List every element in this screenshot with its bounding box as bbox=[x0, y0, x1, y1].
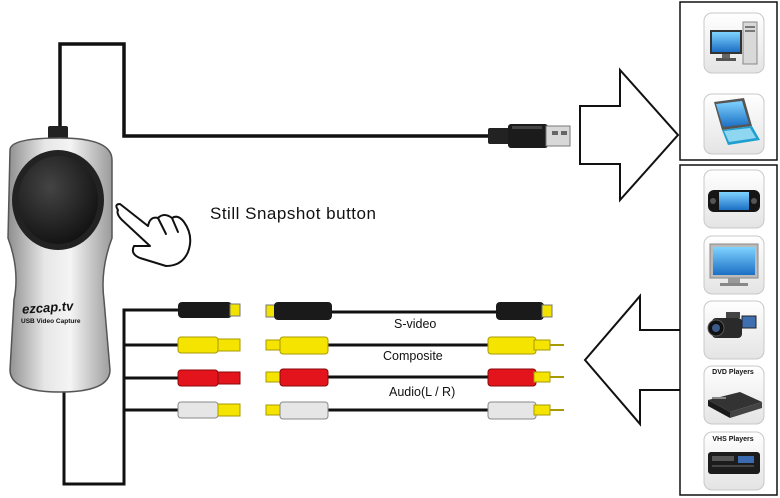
svideo-stub-plug bbox=[178, 302, 241, 318]
usb-cable bbox=[58, 42, 490, 138]
composite-stub-plug bbox=[177, 336, 241, 354]
composite-label: Composite bbox=[383, 349, 443, 363]
audio-right-stub-plug bbox=[177, 401, 241, 419]
laptop-icon bbox=[703, 93, 765, 155]
svideo-label: S-video bbox=[394, 317, 437, 331]
device-product-name: USB Video Capture bbox=[21, 318, 81, 325]
capture-device bbox=[7, 126, 113, 393]
pointing-hand-icon bbox=[115, 203, 192, 267]
tv-monitor-icon bbox=[703, 235, 765, 295]
snapshot-button-label: Still Snapshot button bbox=[210, 204, 377, 223]
snapshot-button[interactable] bbox=[18, 156, 98, 244]
desktop-pc-icon bbox=[703, 12, 765, 74]
input-cable-bundle bbox=[62, 308, 180, 486]
output-arrow bbox=[579, 67, 680, 203]
vhs-players-label: VHS Players bbox=[712, 436, 754, 443]
usb-plug bbox=[488, 124, 571, 148]
audio-left-cable bbox=[265, 368, 564, 387]
audio-left-stub-plug bbox=[177, 369, 241, 387]
media-player-icon bbox=[703, 169, 765, 229]
svideo-cable bbox=[265, 302, 553, 320]
dvd-player-icon bbox=[703, 365, 765, 425]
audio-right-cable bbox=[265, 401, 564, 420]
audio-label: Audio(L / R) bbox=[389, 385, 456, 399]
camcorder-icon bbox=[703, 300, 765, 360]
dvd-players-label: DVD Players bbox=[712, 369, 754, 376]
input-arrow bbox=[583, 293, 683, 427]
composite-cable bbox=[265, 336, 564, 355]
vhs-player-icon bbox=[703, 431, 765, 491]
